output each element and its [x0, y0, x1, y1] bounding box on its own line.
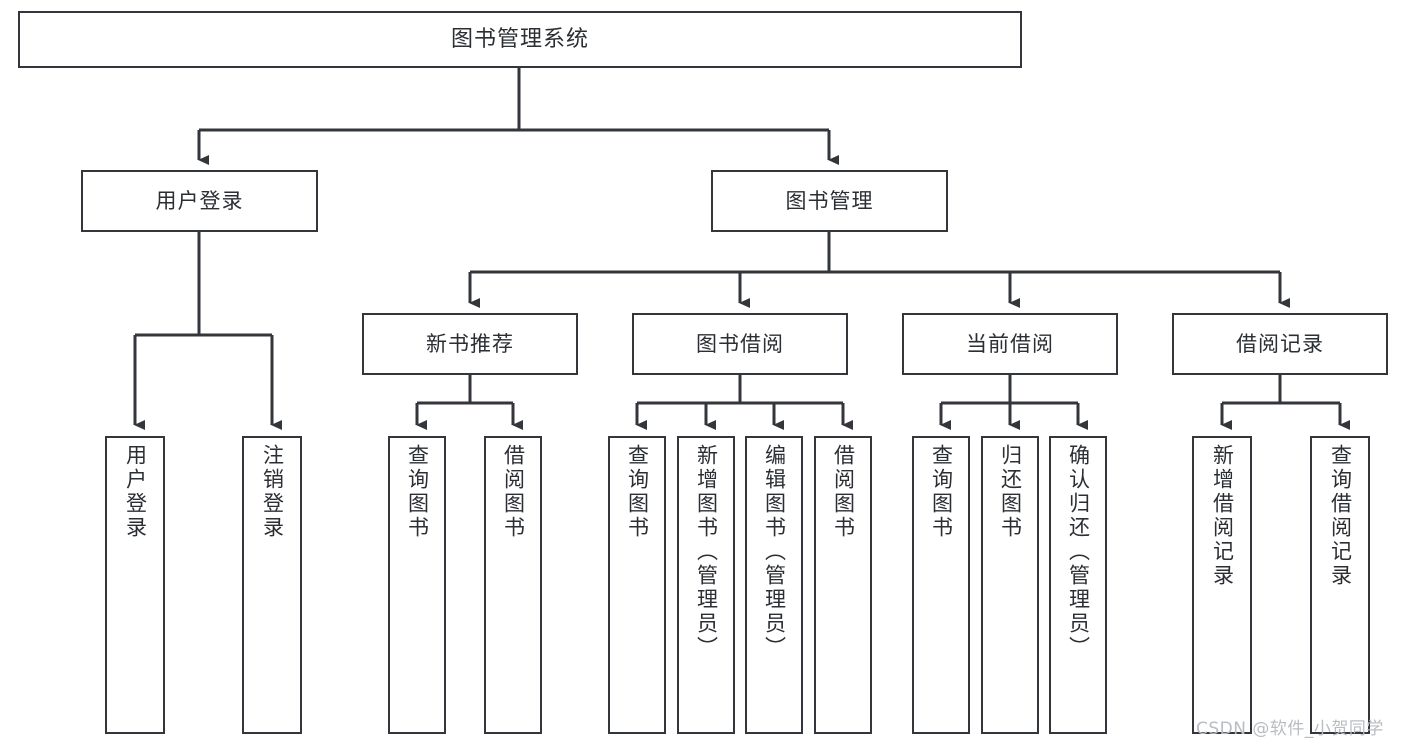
leaf-label: 查询图书 — [929, 444, 954, 540]
leaf-label: 确认归还（管理员） — [1066, 444, 1091, 660]
leaf-current-borrow-query[interactable]: 查询图书 — [912, 436, 970, 734]
node-book-management-label: 图书管理 — [785, 188, 874, 213]
node-book-borrow[interactable]: 图书借阅 — [632, 313, 848, 375]
node-current-borrow-label: 当前借阅 — [966, 331, 1054, 356]
node-book-management[interactable]: 图书管理 — [711, 170, 948, 232]
leaf-borrow-record-add[interactable]: 新增借阅记录 — [1192, 436, 1252, 734]
node-new-book-recommend-label: 新书推荐 — [426, 331, 514, 356]
leaf-label: 借阅图书 — [501, 444, 526, 540]
leaf-current-borrow-confirm-return[interactable]: 确认归还（管理员） — [1049, 436, 1107, 734]
leaf-label: 查询图书 — [405, 444, 430, 540]
leaf-book-borrow-lend[interactable]: 借阅图书 — [814, 436, 872, 734]
leaf-book-borrow-add[interactable]: 新增图书（管理员） — [677, 436, 735, 734]
leaf-label: 归还图书 — [998, 444, 1023, 540]
leaf-current-borrow-return[interactable]: 归还图书 — [981, 436, 1039, 734]
leaf-borrow-record-query[interactable]: 查询借阅记录 — [1310, 436, 1370, 734]
leaf-user-login-signin[interactable]: 用户登录 — [105, 436, 165, 734]
leaf-label: 查询借阅记录 — [1328, 444, 1353, 588]
node-borrow-record[interactable]: 借阅记录 — [1172, 313, 1388, 375]
node-new-book-recommend[interactable]: 新书推荐 — [362, 313, 578, 375]
leaf-label: 编辑图书（管理员） — [762, 444, 787, 660]
leaf-new-book-borrow[interactable]: 借阅图书 — [484, 436, 542, 734]
node-user-login[interactable]: 用户登录 — [81, 170, 318, 232]
node-user-login-label: 用户登录 — [155, 188, 244, 213]
leaf-label: 借阅图书 — [831, 444, 856, 540]
leaf-user-login-signout[interactable]: 注销登录 — [242, 436, 302, 734]
leaf-new-book-query[interactable]: 查询图书 — [388, 436, 446, 734]
leaf-label: 新增图书（管理员） — [694, 444, 719, 660]
node-book-borrow-label: 图书借阅 — [696, 331, 784, 356]
node-current-borrow[interactable]: 当前借阅 — [902, 313, 1118, 375]
leaf-book-borrow-edit[interactable]: 编辑图书（管理员） — [745, 436, 803, 734]
leaf-label: 新增借阅记录 — [1210, 444, 1235, 588]
node-root-label: 图书管理系统 — [450, 26, 589, 52]
leaf-label: 用户登录 — [123, 444, 148, 540]
csdn-watermark: CSDN @软件_小贺同学 — [1196, 719, 1384, 739]
node-root[interactable]: 图书管理系统 — [18, 11, 1022, 68]
node-borrow-record-label: 借阅记录 — [1236, 331, 1324, 356]
leaf-book-borrow-query[interactable]: 查询图书 — [608, 436, 666, 734]
leaf-label: 查询图书 — [625, 444, 650, 540]
leaf-label: 注销登录 — [260, 444, 285, 540]
